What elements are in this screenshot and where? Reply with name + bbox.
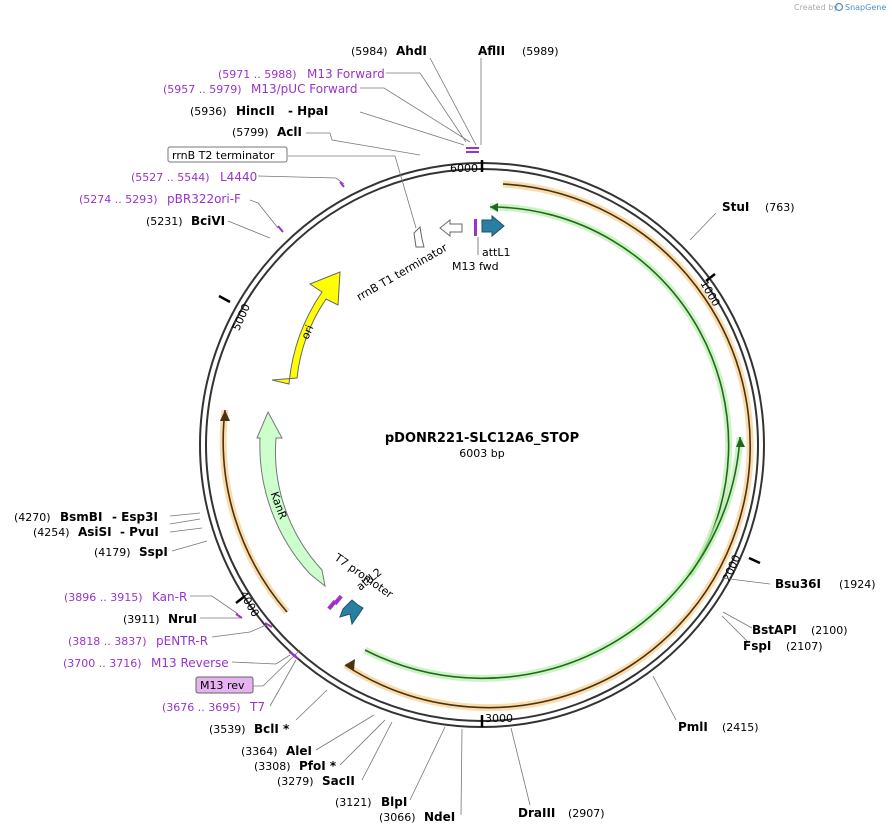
- site-pmli-pos: (2415): [722, 721, 759, 734]
- site-pmli-name: PmlI: [678, 720, 708, 734]
- site-bsmbi-pos: (4270): [14, 511, 51, 524]
- primer-kanr-name: Kan-R: [152, 590, 187, 604]
- tick-label-5000: 5000: [230, 302, 253, 333]
- primer-m13puc-name: M13/pUC Forward: [251, 82, 358, 96]
- site-sacii-name: SacII: [322, 774, 355, 788]
- site-aflii-name: AflII: [478, 44, 505, 58]
- credit-created-by: Created by: [794, 3, 838, 12]
- site-sacii-pos: (3279): [277, 775, 314, 788]
- site-bsu36i-pos: (1924): [839, 578, 876, 591]
- site-ndei-name: NdeI: [424, 810, 455, 824]
- site-asisi-name: AsiSI: [78, 525, 112, 539]
- site-pvui-name: - PvuI: [120, 525, 159, 539]
- site-aflii-pos: (5989): [522, 45, 559, 58]
- site-hincii-pos: (5936): [190, 105, 227, 118]
- site-stui-name: StuI: [722, 200, 749, 214]
- site-bstapi-name: BstAPI: [752, 623, 797, 637]
- primer-kanr-range: (3896 .. 3915): [64, 591, 143, 604]
- m13-fwd-marker: [474, 219, 477, 236]
- primer-l4440-range: (5527 .. 5544): [131, 171, 210, 184]
- site-acli-pos: (5799): [232, 126, 269, 139]
- primer-m13forward-name: M13 Forward: [307, 67, 385, 81]
- attl1-feature: [481, 214, 505, 238]
- site-blpi-pos: (3121): [335, 796, 372, 809]
- m13fwd-label: M13 fwd: [452, 260, 499, 273]
- primer-sites: [235, 147, 479, 660]
- site-alei-name: AleI: [286, 744, 312, 758]
- snapgene-logo-icon: [834, 2, 844, 12]
- site-pfoi-name: PfoI *: [299, 759, 337, 773]
- site-asisi-pos: (4254): [33, 526, 70, 539]
- site-bsmbi-name: BsmBI: [60, 510, 102, 524]
- m13-rev-box-label: M13 rev: [200, 679, 245, 692]
- rrnb-t2-terminator-box: [167, 146, 288, 163]
- site-blpi-name: BlpI: [381, 795, 407, 809]
- site-bcli-name: BclI *: [254, 722, 290, 736]
- site-pfoi-pos: (3308): [254, 760, 291, 773]
- rrnb-t1-terminator-arrow: [439, 218, 463, 238]
- site-bcivi-pos: (5231): [146, 215, 183, 228]
- primer-t7-name: T7: [249, 700, 265, 714]
- site-fspi-name: FspI: [743, 639, 771, 653]
- site-hincii-name: HincII: [236, 104, 275, 118]
- leader-lines: [169, 57, 771, 816]
- site-bsu36i-name: Bsu36I: [775, 577, 821, 591]
- tick-label-4000: 4000: [236, 589, 261, 620]
- orange-feature-arrowheads: [220, 410, 355, 670]
- primer-m13rev-name: M13 Reverse: [151, 656, 229, 670]
- site-ndei-pos: (3066): [379, 811, 416, 824]
- site-draiii-name: DraIII: [518, 806, 555, 820]
- tick-label-6000: 6000: [450, 162, 478, 175]
- green-feature-arrowheads: [490, 203, 745, 447]
- site-ahdi-name: AhdI: [396, 44, 427, 58]
- primer-m13rev-range: (3700 .. 3716): [63, 657, 142, 670]
- orange-feature-left: [219, 409, 290, 615]
- primer-m13forward-range: (5971 .. 5988): [218, 68, 297, 81]
- rrnb-t2-terminator-arrow: [413, 225, 425, 248]
- m13-rev-box: [195, 676, 254, 694]
- site-esp3i-name: - Esp3I: [112, 510, 158, 524]
- primer-pentr-name: pENTR-R: [156, 634, 208, 648]
- site-sspi-name: SspI: [139, 545, 168, 559]
- site-acli-name: AclI: [277, 125, 302, 139]
- site-alei-pos: (3364): [241, 745, 278, 758]
- primer-m13puc-range: (5957 .. 5979): [163, 83, 242, 96]
- primer-pbr322-range: (5274 .. 5293): [79, 193, 158, 206]
- rrnb-t1-label: rrnB T1 terminator: [354, 241, 450, 304]
- kanr-feature: [256, 410, 326, 588]
- site-nrui-pos: (3911): [123, 613, 160, 626]
- orange-feature-right: [343, 180, 754, 712]
- site-bstapi-pos: (2100): [811, 624, 848, 637]
- site-hpai-name: - HpaI: [288, 104, 328, 118]
- primer-pbr322-name: pBR322ori-F: [167, 192, 241, 206]
- site-ahdi-pos: (5984): [351, 45, 388, 58]
- tick-marks: [218, 160, 761, 727]
- green-feature-inner: [363, 436, 744, 682]
- attl1-label: attL1: [482, 246, 511, 259]
- site-bcivi-name: BciVI: [191, 214, 225, 228]
- site-draiii-pos: (2907): [568, 807, 605, 820]
- tick-label-3000: 3000: [485, 712, 513, 725]
- t7-marker: [327, 594, 343, 611]
- ori-feature: [271, 271, 341, 385]
- site-bcli-pos: (3539): [209, 723, 246, 736]
- primer-t7-range: (3676 .. 3695): [162, 701, 241, 714]
- plasmid-name: pDONR221-SLC12A6_STOP: [385, 431, 579, 446]
- rrnb-t2-terminator-label: rrnB T2 terminator: [172, 149, 275, 162]
- attl2-feature: [339, 599, 364, 626]
- credit-brand: SnapGene: [845, 3, 886, 12]
- site-fspi-pos: (2107): [786, 640, 823, 653]
- site-stui-pos: (763): [765, 201, 795, 214]
- primer-pentr-range: (3818 .. 3837): [68, 635, 147, 648]
- site-sspi-pos: (4179): [94, 546, 131, 559]
- plasmid-size: 6003 bp: [459, 447, 504, 460]
- primer-l4440-name: L4440: [220, 170, 257, 184]
- green-feature-outer: [489, 203, 733, 577]
- ori-label: ori: [299, 323, 317, 341]
- site-nrui-name: NruI: [168, 612, 197, 626]
